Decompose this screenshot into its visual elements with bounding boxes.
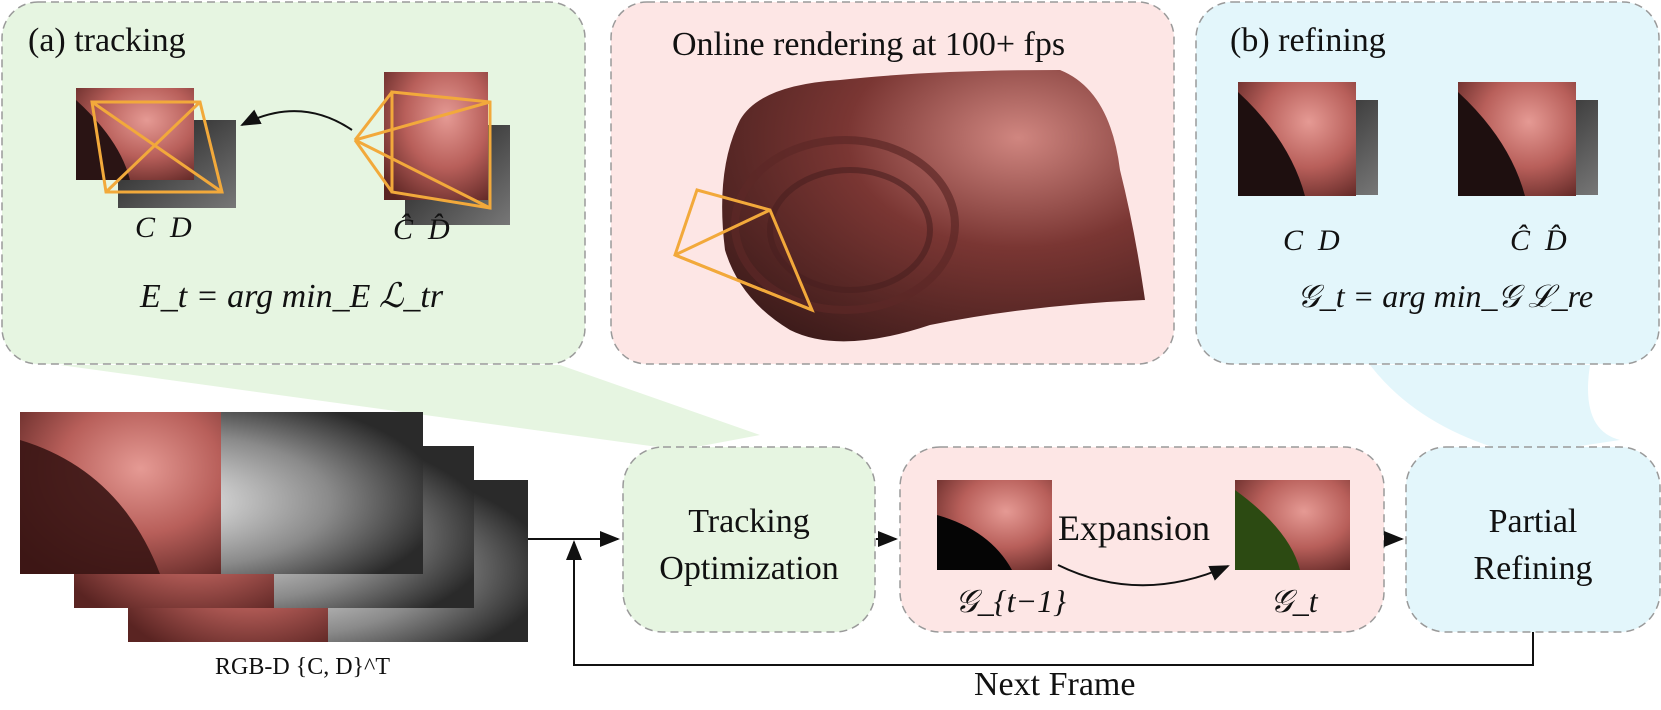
tracking-frames-right (353, 72, 510, 225)
refining-box-line2: Refining (1473, 550, 1593, 587)
refining-panel-title: (b) refining (1230, 22, 1386, 59)
refining-equation: 𝒢_t = arg min_𝒢 ℒ_re (1297, 278, 1594, 314)
tracking-left-frame-label: C D (135, 211, 192, 244)
tracking-right-frame-label: Ĉ D̂ (393, 213, 450, 246)
refining-frames-left (1238, 82, 1378, 196)
refining-callout (1370, 365, 1620, 455)
rendered-reconstruction (673, 70, 1145, 342)
gaussian-curr-thumbnail (1235, 480, 1350, 570)
next-frame-label: Next Frame (974, 666, 1136, 703)
tracking-equation: E_t = arg min_E ℒ_tr (140, 278, 444, 315)
tracking-panel-title: (a) tracking (28, 22, 186, 59)
tracking-callout (60, 365, 760, 450)
tracking-arrow (240, 109, 353, 131)
tracking-box-line1: Tracking (688, 503, 810, 540)
refining-left-frame-label: C D (1283, 224, 1340, 257)
tracking-optimization-box (622, 446, 876, 633)
gaussian-prev-thumbnail (937, 480, 1052, 570)
expansion-label: Expansion (1058, 508, 1210, 548)
rendering-panel-title: Online rendering at 100+ fps (672, 26, 1066, 63)
tracking-frames-left (76, 88, 236, 208)
expansion-arrow (1057, 564, 1230, 587)
rgbd-input-stack (20, 412, 528, 642)
refining-frames-right (1458, 82, 1598, 196)
g-curr-label: 𝒢_t (1270, 583, 1318, 619)
tracking-box-line2: Optimization (659, 550, 839, 587)
next-frame-loop-arrow (566, 540, 1534, 666)
refining-box-line1: Partial (1488, 503, 1578, 540)
partial-refining-box (1405, 446, 1661, 633)
refining-right-frame-label: Ĉ D̂ (1510, 224, 1567, 257)
g-prev-label: 𝒢_{t−1} (955, 583, 1066, 619)
rgbd-input-label: RGB-D {C, D}^T (215, 654, 390, 680)
